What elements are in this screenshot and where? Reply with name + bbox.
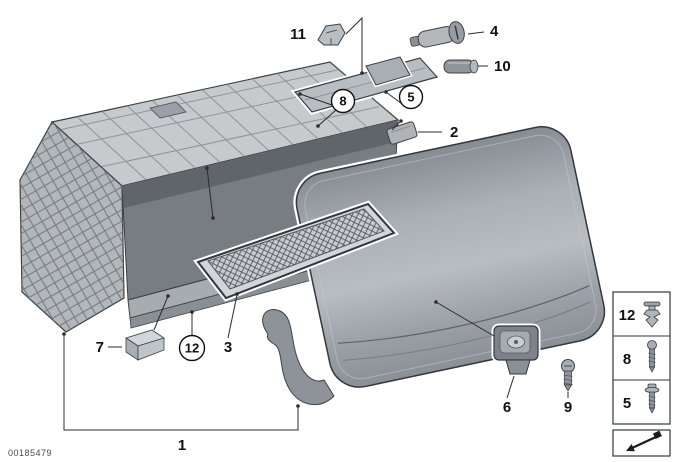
callout-1[interactable]: 1 [178, 437, 186, 454]
callout-12[interactable]: 12 [178, 334, 206, 362]
net-mesh-texture [208, 209, 384, 289]
callout-6[interactable]: 6 [503, 399, 511, 416]
check-strap-arm [260, 307, 338, 407]
legend-row-5[interactable]: 5 [623, 383, 660, 414]
direction-arrow-box [612, 429, 671, 457]
damper [443, 59, 479, 74]
legend-label-8[interactable]: 8 [623, 351, 631, 368]
callout-4[interactable]: 4 [490, 23, 499, 40]
legend-row-12[interactable]: 12 [619, 301, 661, 328]
screw [561, 359, 575, 392]
callout-10[interactable]: 10 [494, 58, 511, 75]
glove-box-lamp [125, 329, 165, 361]
callout-9[interactable]: 9 [564, 399, 572, 416]
expansion-rivet-icon [643, 301, 661, 328]
legend-label-12[interactable]: 12 [619, 307, 636, 324]
diagonal-arrow-icon [626, 430, 662, 452]
callout-2[interactable]: 2 [450, 124, 458, 141]
svg-text:12: 12 [185, 341, 199, 356]
latch [491, 323, 541, 375]
callout-3[interactable]: 3 [224, 339, 232, 356]
image-id: 00185479 [8, 448, 52, 458]
housing-top-bracket [149, 101, 187, 119]
screw-washer-icon [644, 383, 660, 414]
glove-box-housing [19, 61, 400, 333]
leader-lines [62, 16, 569, 431]
callout-7[interactable]: 7 [96, 339, 104, 356]
clip-part [317, 23, 346, 46]
glove-box-lid [293, 123, 608, 391]
housing-cavity-shadow [122, 120, 398, 208]
legend-box: 12 8 5 [612, 291, 671, 425]
hinge-cover [363, 54, 413, 88]
callout-8[interactable]: 8 [330, 88, 356, 114]
callout-5[interactable]: 5 [398, 84, 424, 110]
legend-row-8[interactable]: 8 [623, 340, 657, 373]
legend-label-5[interactable]: 5 [623, 395, 631, 412]
callout-11[interactable]: 11 [290, 26, 306, 43]
svg-text:8: 8 [339, 94, 346, 109]
housing-left-end-texture [20, 122, 124, 332]
storage-net [193, 200, 400, 302]
svg-text:5: 5 [407, 90, 414, 105]
screw-icon [647, 340, 657, 373]
lid-crease [337, 285, 590, 344]
lock-cylinder [409, 21, 465, 48]
